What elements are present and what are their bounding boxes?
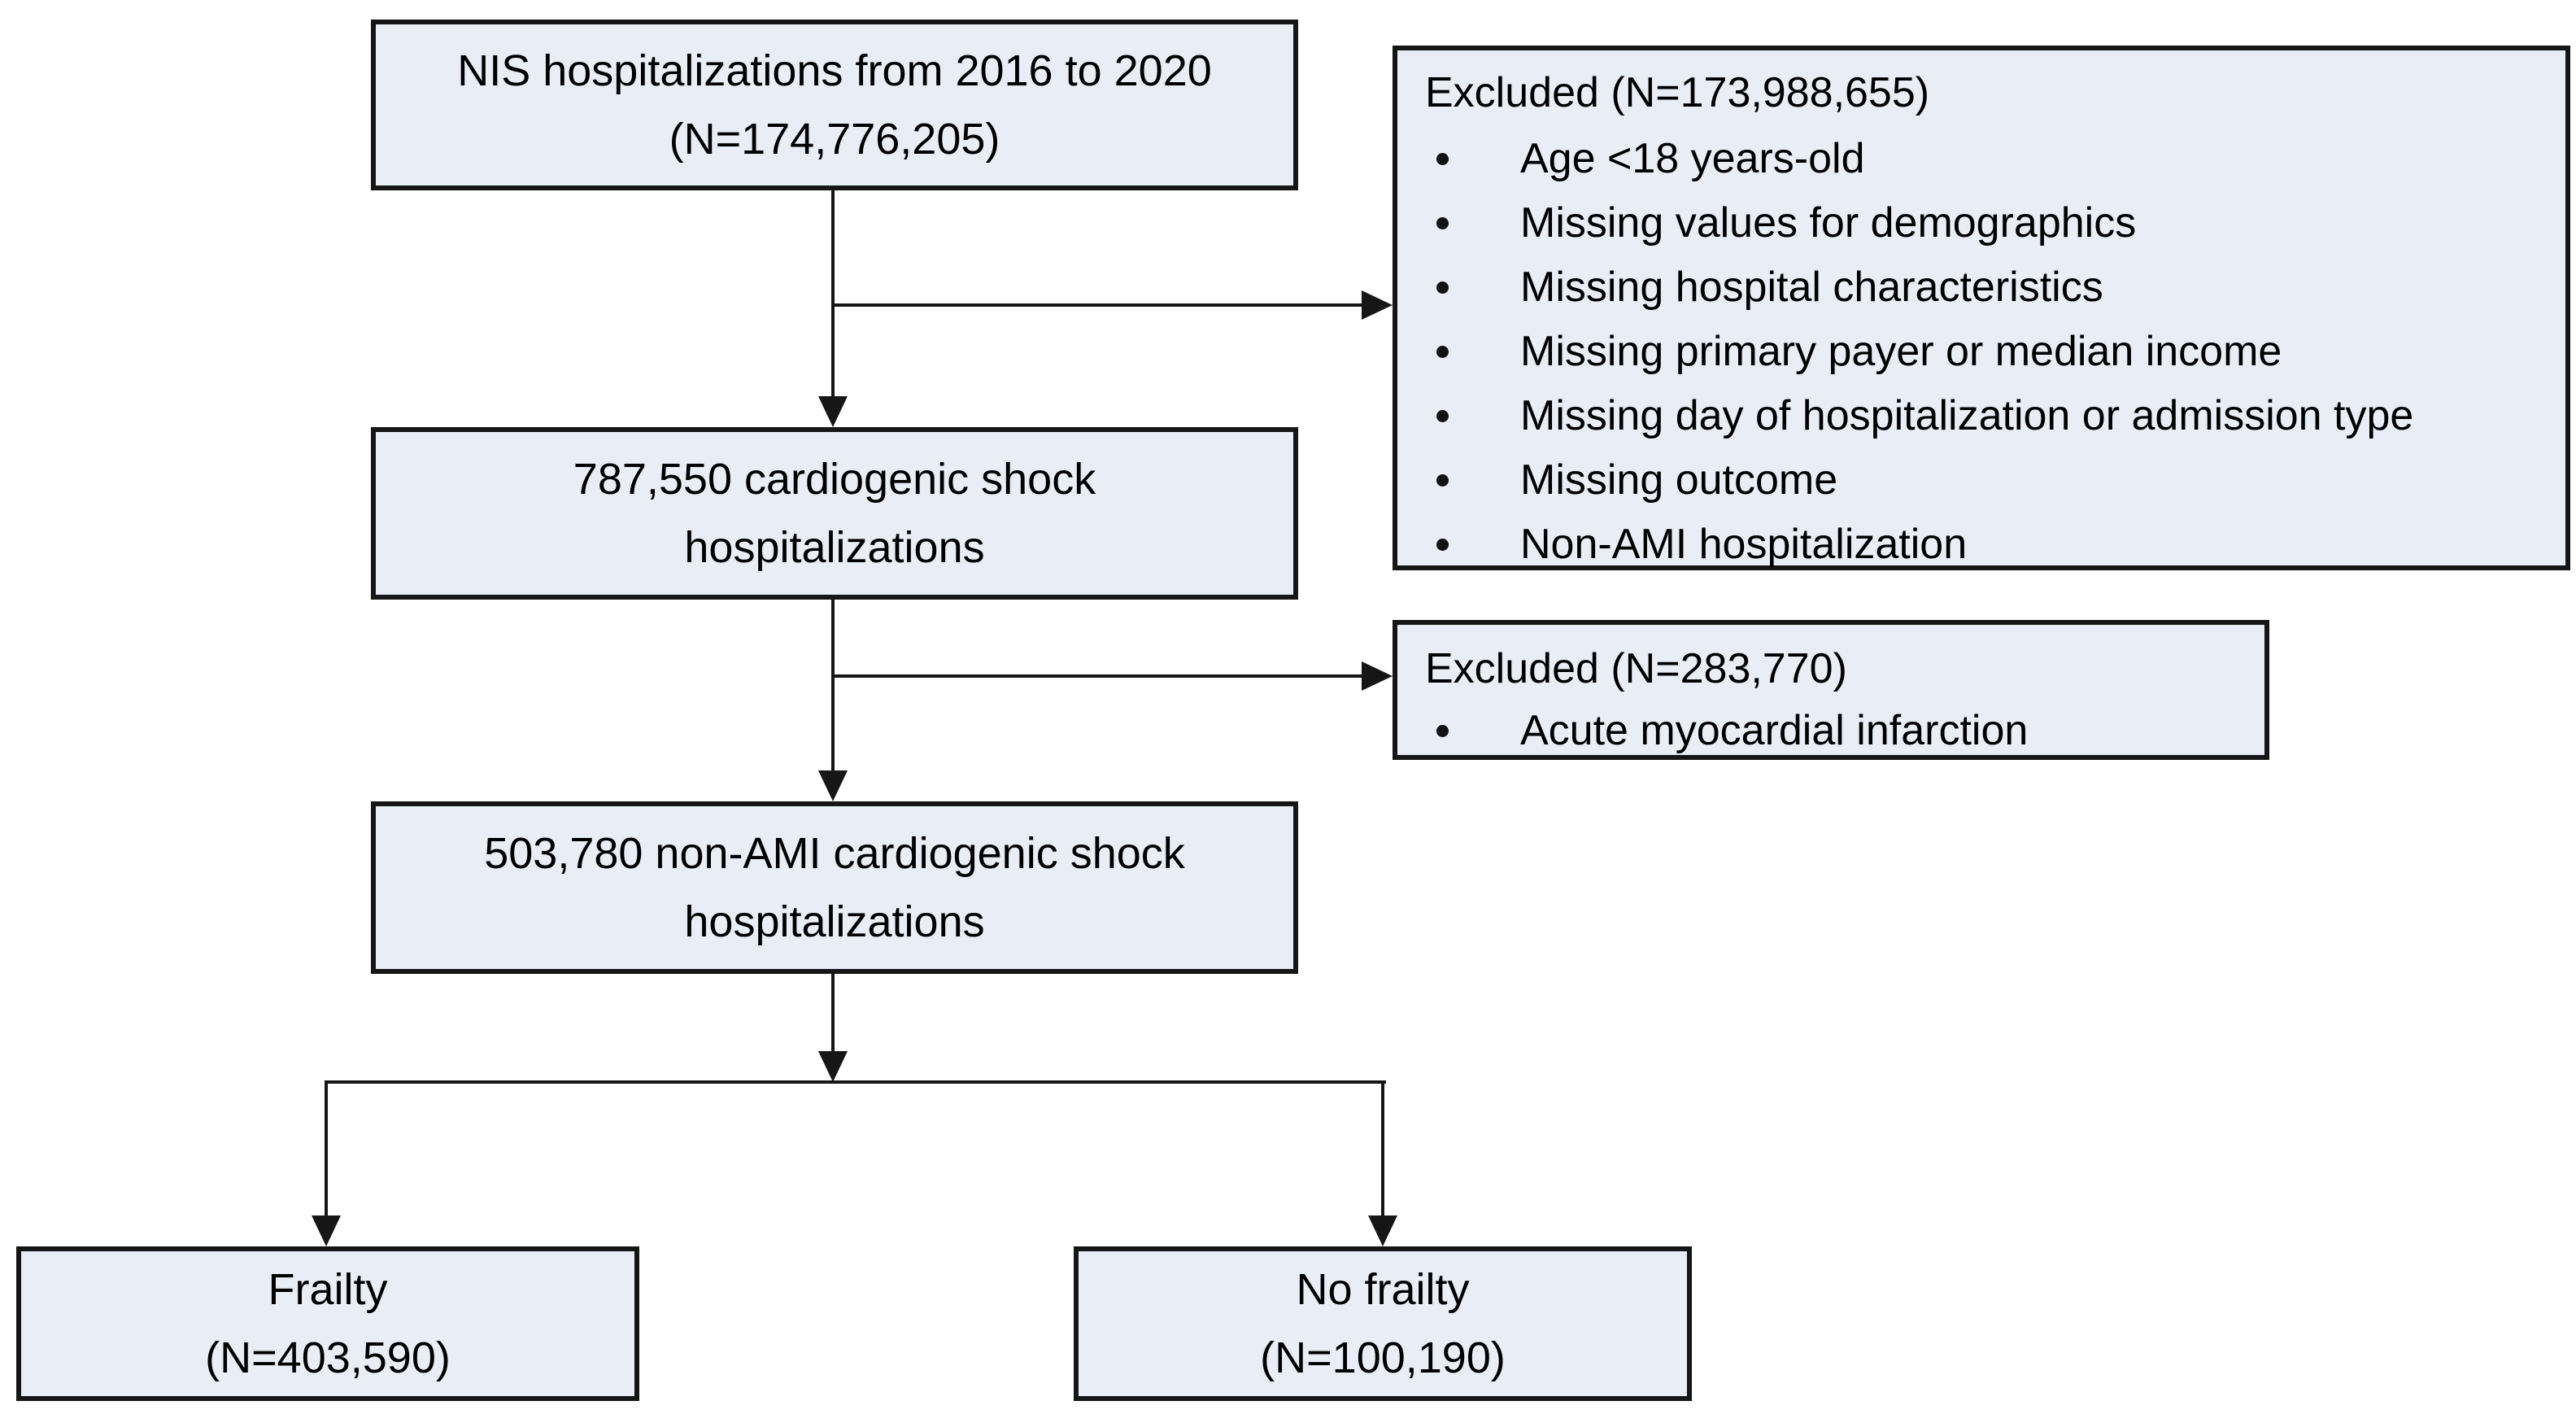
excluded-bullet-item: Missing hospital characteristics	[1425, 255, 2538, 320]
bullet-text: Missing day of hospitalization or admiss…	[1520, 392, 2414, 439]
arrow-down-icon	[312, 1215, 341, 1246]
connector-cs-to-nonami-line	[831, 600, 835, 772]
bullet-icon	[1436, 474, 1449, 487]
node-non-ami-cardiogenic-shock: 503,780 non-AMI cardiogenic shock hospit…	[371, 801, 1298, 974]
bullet-icon	[1436, 724, 1449, 737]
arrow-down-icon	[818, 770, 848, 801]
node-excluded-primary: Excluded (N=173,988,655) Age <18 years-o…	[1393, 46, 2570, 570]
bullet-icon	[1436, 410, 1449, 422]
node-label-line2: hospitalizations	[684, 523, 985, 572]
node-label-line1: 787,550 cardiogenic shock	[573, 455, 1096, 504]
connector-to-excluded-primary-line	[833, 303, 1363, 307]
node-cardiogenic-shock: 787,550 cardiogenic shock hospitalizatio…	[371, 427, 1298, 600]
connector-to-excluded-secondary-line	[833, 674, 1363, 678]
excluded-bullet-item: Missing day of hospitalization or admiss…	[1425, 384, 2538, 448]
arrow-down-icon	[1368, 1215, 1397, 1246]
node-label-line2: (N=100,190)	[1260, 1333, 1506, 1382]
node-label-line2: (N=174,776,205)	[669, 115, 1000, 164]
bullet-icon	[1436, 539, 1449, 551]
node-label-line2: (N=403,590)	[205, 1333, 451, 1382]
node-label-line1: Frailty	[268, 1265, 388, 1314]
connector-branch-to-frailty-line	[325, 1082, 328, 1217]
node-excluded-secondary: Excluded (N=283,770) Acute myocardial in…	[1393, 620, 2269, 760]
connector-nis-to-cs-line	[831, 190, 835, 398]
arrow-right-icon	[1362, 661, 1393, 691]
excluded-title: Excluded (N=283,770)	[1425, 645, 1847, 692]
arrow-down-icon	[818, 396, 848, 427]
node-label-line2: hospitalizations	[684, 897, 985, 946]
node-label-line1: 503,780 non-AMI cardiogenic shock	[484, 829, 1185, 878]
excluded-title: Excluded (N=173,988,655)	[1425, 69, 1930, 116]
node-nis-hospitalizations: NIS hospitalizations from 2016 to 2020 (…	[371, 20, 1298, 190]
connector-branch-to-no-frailty-line	[1381, 1082, 1384, 1217]
excluded-bullet-item: Non-AMI hospitalization	[1425, 513, 2538, 577]
bullet-text: Missing values for demographics	[1520, 199, 2137, 247]
node-frailty: Frailty (N=403,590)	[16, 1246, 639, 1401]
bullet-text: Missing outcome	[1520, 456, 1838, 504]
connector-nonami-to-branch-line	[831, 974, 835, 1053]
node-label-line1: No frailty	[1296, 1265, 1470, 1314]
excluded-bullet-item: Missing outcome	[1425, 448, 2538, 513]
excluded-bullet-item: Acute myocardial infarction	[1425, 700, 2237, 762]
bullet-text: Missing hospital characteristics	[1520, 264, 2103, 311]
bullet-icon	[1436, 153, 1449, 165]
bullet-text: Age <18 years-old	[1520, 135, 1865, 182]
bullet-text: Missing primary payer or median income	[1520, 328, 2282, 375]
node-label-line1: NIS hospitalizations from 2016 to 2020	[457, 46, 1212, 95]
bullet-icon	[1436, 281, 1449, 294]
excluded-bullet-item: Missing values for demographics	[1425, 191, 2538, 255]
bullet-icon	[1436, 346, 1449, 358]
node-no-frailty: No frailty (N=100,190)	[1074, 1246, 1692, 1401]
excluded-bullet-item: Missing primary payer or median income	[1425, 320, 2538, 384]
bullet-icon	[1436, 217, 1449, 229]
bullet-text: Acute myocardial infarction	[1520, 706, 2029, 754]
branch-horizontal-line	[325, 1080, 1386, 1084]
arrow-down-icon	[818, 1051, 848, 1082]
excluded-bullet-item: Age <18 years-old	[1425, 127, 2538, 191]
arrow-right-icon	[1362, 290, 1393, 320]
bullet-text: Non-AMI hospitalization	[1520, 521, 1968, 568]
